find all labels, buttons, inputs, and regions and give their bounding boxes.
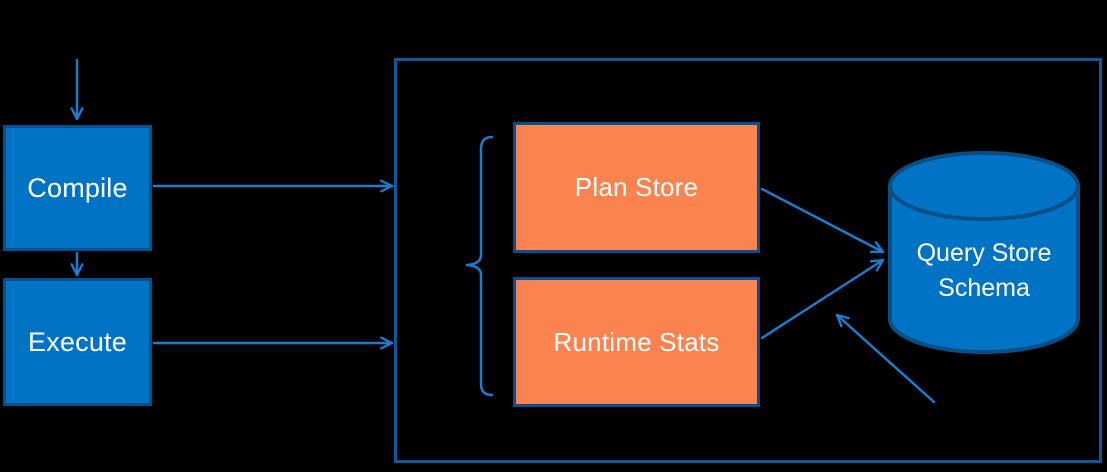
query-store-container-box xyxy=(394,58,1102,463)
runtime-stats-node: Runtime Stats xyxy=(513,277,760,407)
compile-node: Compile xyxy=(3,125,152,251)
execute-node: Execute xyxy=(3,278,152,406)
compile-label: Compile xyxy=(27,172,128,203)
execute-label: Execute xyxy=(28,326,127,357)
query-store-schema-label: Query Store Schema xyxy=(916,239,1052,302)
runtime-stats-label: Runtime Stats xyxy=(553,326,720,357)
plan-store-node: Plan Store xyxy=(513,122,760,253)
plan-store-label: Plan Store xyxy=(574,172,699,202)
